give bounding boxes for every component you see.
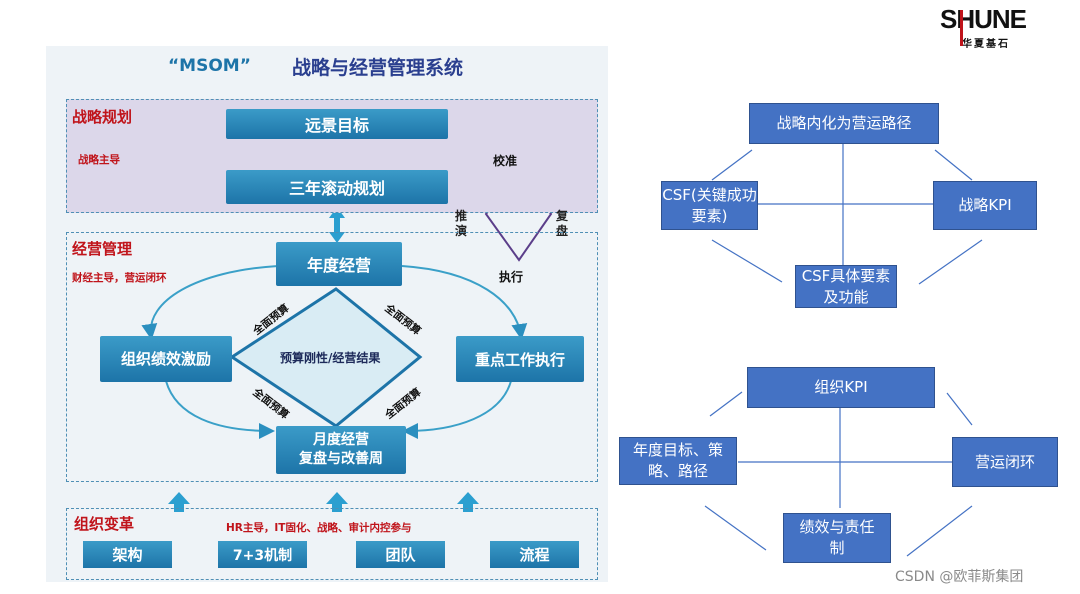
operation-title: 经营管理: [72, 240, 133, 258]
logo-red-stroke: [960, 10, 963, 46]
vision-box: 远景目标: [226, 109, 448, 139]
title-quote: “MSOM”: [168, 56, 251, 76]
team-box: 团队: [356, 541, 445, 568]
org-kpi-box: 组织KPI: [747, 367, 935, 408]
csf-diagram-lines: [711, 140, 983, 285]
strategy-note: 战略主导: [78, 154, 120, 166]
csf-elements-box: CSF具体要素及功能: [795, 265, 897, 308]
logo-subtext: 华夏基石: [962, 39, 1010, 50]
mechanism-box: 7+3机制: [218, 541, 307, 568]
annual-operation-box: 年度经营: [276, 242, 402, 286]
watermark: CSDN @欧菲斯集团: [895, 569, 1024, 585]
process-box: 流程: [490, 541, 579, 568]
up-arrow-icon: [168, 492, 479, 512]
key-execution-box: 重点工作执行: [456, 336, 584, 382]
org-change-note: HR主导，IT固化、战略、审计内控参与: [226, 522, 412, 534]
operation-band: [66, 232, 598, 482]
strategic-kpi-box: 战略KPI: [933, 181, 1037, 230]
budget-center-label: 预算刚性/经营结果: [280, 351, 381, 365]
monthly-line1: 月度经营: [313, 432, 369, 448]
monthly-review-box: 月度经营 复盘与改善周: [276, 426, 406, 474]
org-performance-box: 组织绩效激励: [100, 336, 232, 382]
company-logo: SHUNE 华夏基石: [940, 4, 1032, 52]
page-title: 战略与经营管理系统: [292, 57, 464, 79]
msom-diagram: “MSOM” 战略与经营管理系统 战略规划 战略主导 远景目标 三年滚动规划 校…: [46, 46, 608, 582]
csf-box: CSF(关键成功要素): [661, 181, 758, 230]
org-change-title: 组织变革: [74, 515, 135, 533]
performance-responsibility-box: 绩效与责任制: [783, 513, 891, 563]
logo-text: SHUNE: [940, 4, 1027, 34]
operation-note: 财经主导，营运闭环: [72, 272, 167, 284]
three-year-plan-box: 三年滚动规划: [226, 170, 448, 204]
monthly-line2: 复盘与改善周: [299, 451, 383, 467]
deduce-label: 推演: [455, 209, 468, 238]
structure-box: 架构: [83, 541, 172, 568]
calibrate-label: 校准: [493, 154, 518, 168]
org-change-band: [66, 508, 598, 580]
strategy-title: 战略规划: [72, 108, 133, 126]
execute-label: 执行: [499, 270, 524, 284]
operation-loop-box: 营运闭环: [952, 437, 1058, 487]
strategy-internalize-box: 战略内化为营运路径: [749, 103, 939, 144]
annual-goal-box: 年度目标、策略、路径: [619, 437, 737, 485]
kpi-diagram-lines: [704, 391, 973, 557]
review-label: 复盘: [556, 209, 569, 238]
